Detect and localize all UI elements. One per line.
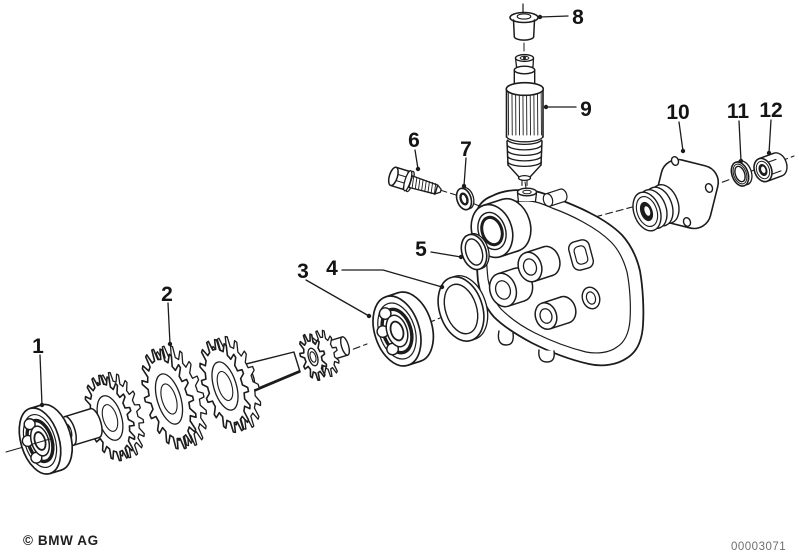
callout-label-12: 12 <box>759 99 782 122</box>
callout-label-8: 8 <box>572 6 584 29</box>
callout-label-5: 5 <box>415 238 427 261</box>
leader-dot-12 <box>766 150 772 156</box>
callout-label-10: 10 <box>666 101 689 124</box>
shim-ring <box>437 275 489 342</box>
output-flange <box>632 156 720 232</box>
gear-cluster-shaft <box>61 329 351 462</box>
worm-drive-shaft <box>505 53 545 187</box>
callout-label-3: 3 <box>297 260 309 283</box>
gearbox-housing-cover <box>470 187 645 367</box>
leader-dot-7 <box>461 183 467 189</box>
leader-dot-4 <box>439 284 445 290</box>
callout-label-7: 7 <box>460 138 472 161</box>
leader-dot-1 <box>39 402 45 408</box>
hex-nut <box>753 152 788 183</box>
document-number: 00003071 <box>731 541 787 553</box>
callout-label-2: 2 <box>161 283 173 306</box>
callout-label-4: 4 <box>326 257 338 280</box>
leader-dot-6 <box>415 166 421 172</box>
callout-label-6: 6 <box>408 129 420 152</box>
hex-bolt <box>387 166 442 196</box>
plug-cap <box>509 3 539 41</box>
callout-label-11: 11 <box>727 100 750 123</box>
flat-washer <box>455 186 475 211</box>
leader-dot-8 <box>537 14 543 20</box>
callout-label-9: 9 <box>580 98 592 121</box>
leader-dot-10 <box>680 148 686 154</box>
copyright-notice: © BMW AG <box>23 533 99 548</box>
ball-bearing-1 <box>18 403 74 475</box>
leader-dot-3 <box>366 313 372 319</box>
leader-dot-2 <box>167 341 173 347</box>
ball-bearing-3 <box>372 291 435 367</box>
lock-washer <box>730 160 753 187</box>
leader-dot-11 <box>738 158 744 164</box>
o-ring-seal <box>460 233 490 271</box>
leader-dot-5 <box>458 254 464 260</box>
callout-label-1: 1 <box>32 335 44 358</box>
leader-dot-9 <box>543 104 549 110</box>
